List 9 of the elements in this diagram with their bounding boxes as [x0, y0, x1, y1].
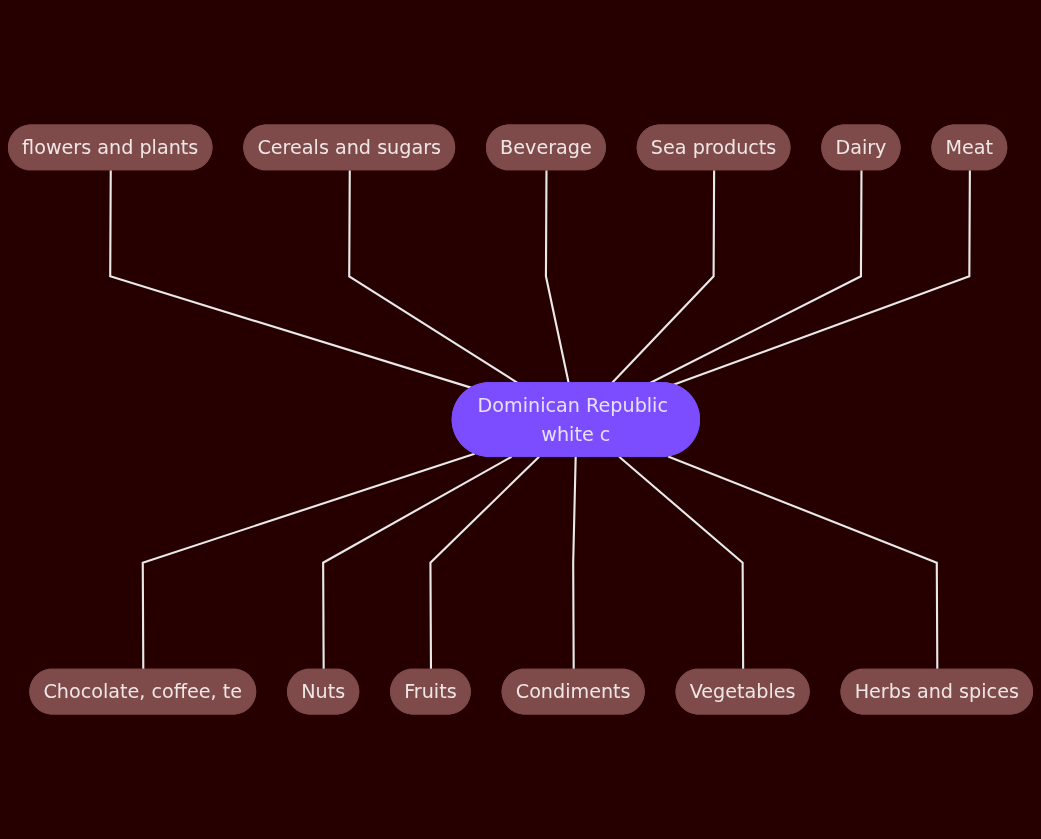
connector: [667, 455, 939, 670]
connector: [429, 456, 540, 670]
connector: [141, 452, 476, 670]
connector: [322, 455, 513, 670]
connector: [544, 170, 570, 384]
connector: [572, 456, 577, 670]
connector: [618, 455, 745, 670]
connector: [109, 170, 473, 389]
connector: [673, 170, 971, 386]
